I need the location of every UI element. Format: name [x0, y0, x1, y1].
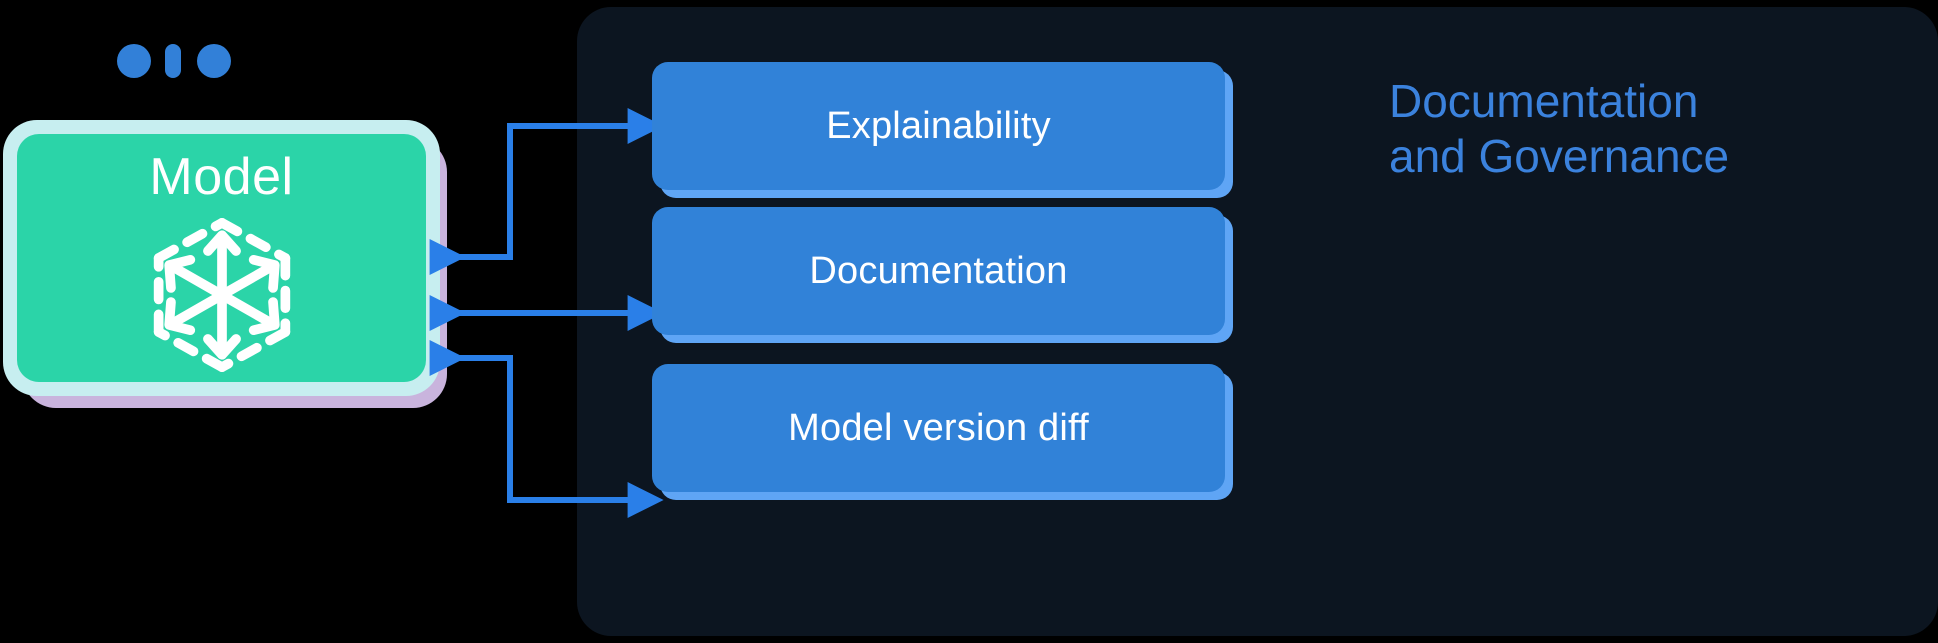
page-title-line-1: Documentation	[1389, 75, 1699, 127]
window-dot-left-icon	[117, 44, 151, 78]
box-explainability[interactable]: Explainability	[652, 62, 1225, 190]
window-dot-middle-icon	[165, 44, 181, 78]
box-documentation[interactable]: Documentation	[652, 207, 1225, 335]
page-title: Documentation and Governance	[1389, 74, 1869, 183]
window-dot-right-icon	[197, 44, 231, 78]
model-card-label: Model	[149, 148, 294, 206]
dashed-cube-network-icon	[134, 207, 310, 388]
window-dots-group	[117, 44, 277, 78]
page-title-line-2: and Governance	[1389, 129, 1730, 182]
box-documentation-label: Documentation	[809, 249, 1068, 292]
model-card[interactable]: Model	[17, 134, 426, 382]
box-explainability-label: Explainability	[826, 104, 1051, 147]
box-model-version-diff-label: Model version diff	[788, 406, 1089, 449]
box-model-version-diff[interactable]: Model version diff	[652, 364, 1225, 492]
